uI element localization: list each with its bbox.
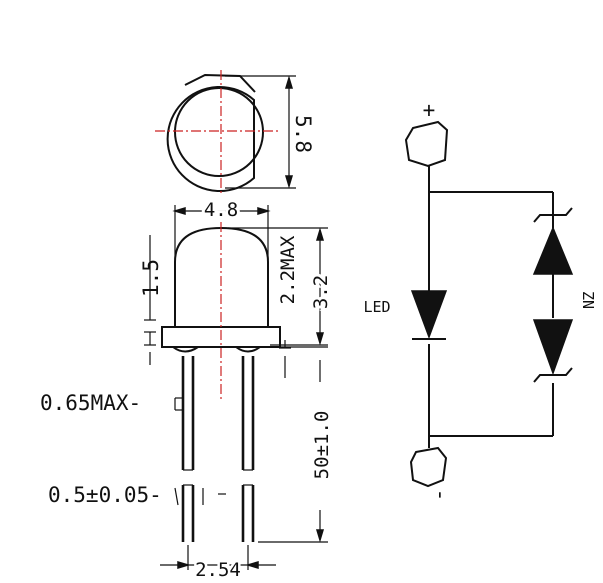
- dome-height-dimension-label: 1.5: [139, 259, 163, 297]
- top-view: 5.8: [155, 70, 315, 195]
- lens-height-dimension-label: 2.2MAX: [277, 235, 299, 304]
- side-view: 4.8 1.5: [40, 196, 335, 583]
- plus-terminal-pad: [404, 120, 449, 168]
- right-lead: [235, 346, 261, 542]
- pitch-dimension-label: 2.54: [195, 559, 241, 581]
- schematic: + LED ZN -: [363, 98, 597, 501]
- body-width-dimension-label: 4.8: [204, 199, 238, 221]
- top-view-inner-circle: [174, 87, 264, 177]
- lead-width-dimension-label: 0.65MAX-: [40, 391, 141, 415]
- zener-diode-top: [532, 226, 574, 275]
- left-lead: [172, 346, 199, 542]
- diameter-dimension-label: 5.8: [291, 115, 315, 153]
- led-label: LED: [363, 298, 390, 316]
- lead-thickness-dimension-label: 0.5±0.05-: [48, 483, 162, 507]
- zener-diode-bottom: [532, 319, 574, 376]
- minus-terminal-label: -: [429, 489, 453, 502]
- overall-height-dimension-label: 3.2: [310, 275, 332, 309]
- minus-terminal-pad: [409, 446, 448, 488]
- lead-length-dimension-label: 50±1.0: [311, 411, 333, 480]
- led-diode-symbol: [410, 290, 448, 340]
- plus-terminal-label: +: [423, 98, 436, 122]
- zener-label: ZN: [579, 291, 597, 309]
